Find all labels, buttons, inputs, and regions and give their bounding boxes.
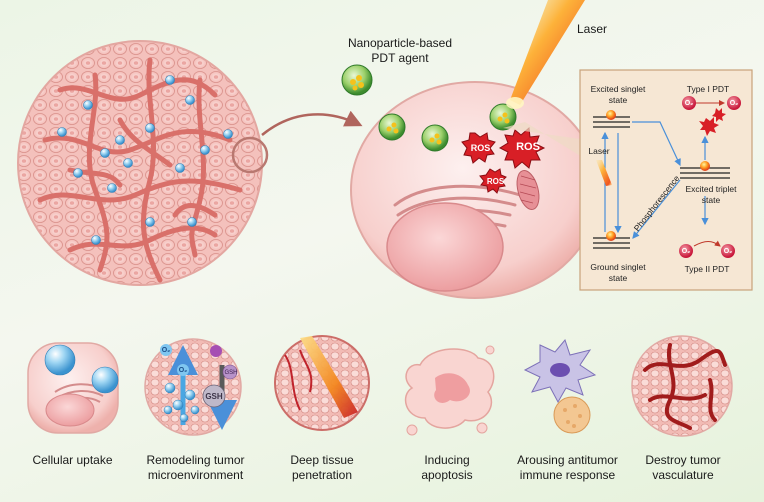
cell-nucleus — [386, 202, 504, 292]
ros-label-2: ROS — [516, 141, 540, 153]
ros-label-3: ROS — [486, 177, 505, 186]
panel-remodeling-graphic — [144, 338, 242, 436]
caption-deep-tissue-penetration: Deep tissue penetration — [290, 453, 354, 482]
tumor-tissue — [17, 40, 363, 286]
o2-label-1: O₂ — [684, 100, 694, 107]
pdt-agent-label-line2: PDT agent — [371, 51, 429, 65]
inset-laser-label: Laser — [588, 146, 610, 156]
panel-immune-graphic — [523, 338, 597, 434]
tumor-vessel-nanoparticles — [57, 75, 233, 245]
type1-pdt-label: Type I PDT — [686, 84, 730, 94]
laser-beam — [510, 0, 585, 105]
zoom-circle — [231, 136, 269, 174]
o2-label-4: O₂ — [723, 248, 733, 255]
remodel-gsh-label-1: GSH — [224, 370, 238, 376]
excited-triplet-label-1: Excited triplet — [685, 184, 737, 194]
type2-pdt-label: Type II PDT — [684, 264, 730, 274]
panel-vasculature-graphic — [631, 335, 733, 437]
panel-deep-tissue-graphic — [274, 335, 370, 431]
caption-destroy-tumor-vasculature: Destroy tumor vasculature — [645, 453, 721, 482]
caption-inducing-apoptosis: Inducing apoptosis — [421, 453, 473, 482]
tumor-cell — [341, 0, 600, 299]
remodel-gsh-label-2: GSH — [205, 392, 223, 401]
caption-antitumor-immune-response: Arousing antitumor immune response — [517, 453, 618, 482]
o2-label-2: O₂ — [729, 100, 739, 107]
ros-bursts — [461, 126, 546, 194]
pdt-agent-label-line1: Nanoparticle-based — [347, 36, 453, 50]
excited-singlet-label-2: state — [608, 95, 628, 105]
caption-remodeling-tumor-microenvironment: Remodeling tumor microenvironment — [146, 453, 245, 482]
ros-label-1: ROS — [470, 143, 491, 153]
tumor-blood-vessels — [37, 57, 243, 283]
remodel-o2-label-1: O₂ — [161, 347, 171, 354]
jablonski-inset — [579, 69, 753, 291]
excited-singlet-label-1: Excited singlet — [590, 84, 646, 94]
ground-singlet-label-2: state — [608, 273, 628, 283]
caption-cellular-uptake: Cellular uptake — [32, 453, 113, 467]
mitochondrion — [516, 170, 540, 210]
zoom-arrow — [261, 110, 363, 136]
excited-triplet-label-2: state — [701, 195, 721, 205]
internalized-nanoparticles — [378, 103, 517, 152]
o2-label-3: O₂ — [681, 248, 691, 255]
panel-apoptosis-graphic — [404, 345, 495, 436]
remodel-o2-label-2: O₂ — [178, 367, 188, 374]
panel-cellular-uptake-graphic — [27, 342, 119, 434]
laser-label: Laser — [576, 22, 608, 36]
ground-singlet-label-1: Ground singlet — [590, 262, 646, 272]
